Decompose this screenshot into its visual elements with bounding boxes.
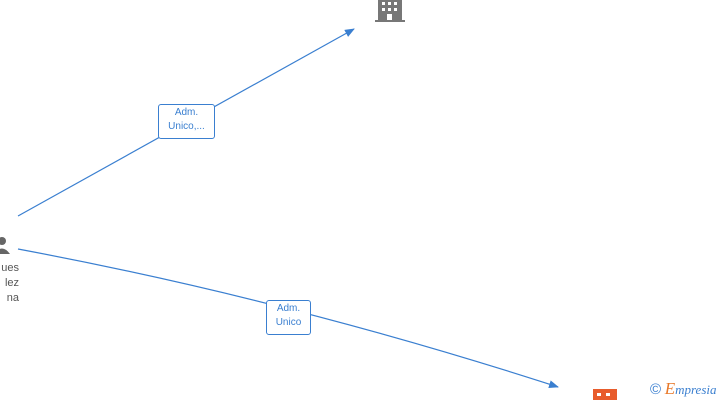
empresia-watermark: © Empresia xyxy=(650,378,716,400)
copyright-icon: © xyxy=(650,381,662,398)
brand-name: mpresia xyxy=(675,382,717,397)
person-name-label[interactable]: ues lez na xyxy=(1,262,19,304)
edge-label-bottom: Adm. Unico xyxy=(266,300,311,335)
edge-label-top: Adm. Unico,... xyxy=(158,104,215,139)
building-icon[interactable] xyxy=(593,389,617,400)
brand-initial: E xyxy=(664,379,676,398)
person-icon[interactable] xyxy=(0,237,10,254)
building-icon[interactable] xyxy=(375,0,405,22)
